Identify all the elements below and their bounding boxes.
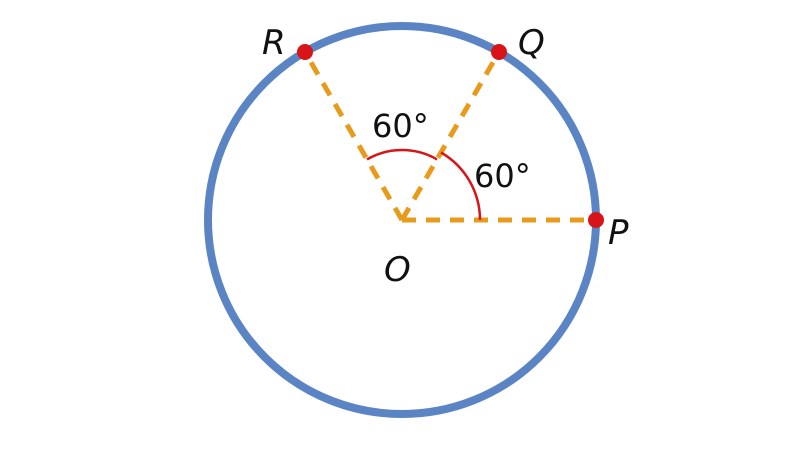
angle-arc-qor (366, 148, 438, 161)
angle-arc-poq (440, 151, 482, 221)
angle-label-qor: 60° (372, 107, 429, 145)
radius-or (302, 50, 405, 222)
label-r: R (262, 23, 286, 63)
point-q (491, 44, 507, 60)
label-p: P (608, 213, 629, 253)
label-o: O (384, 250, 411, 290)
point-r (297, 44, 313, 60)
label-q: Q (518, 23, 545, 63)
point-p (588, 212, 604, 228)
radius-oq (399, 50, 502, 222)
angle-label-poq: 60° (474, 157, 531, 195)
